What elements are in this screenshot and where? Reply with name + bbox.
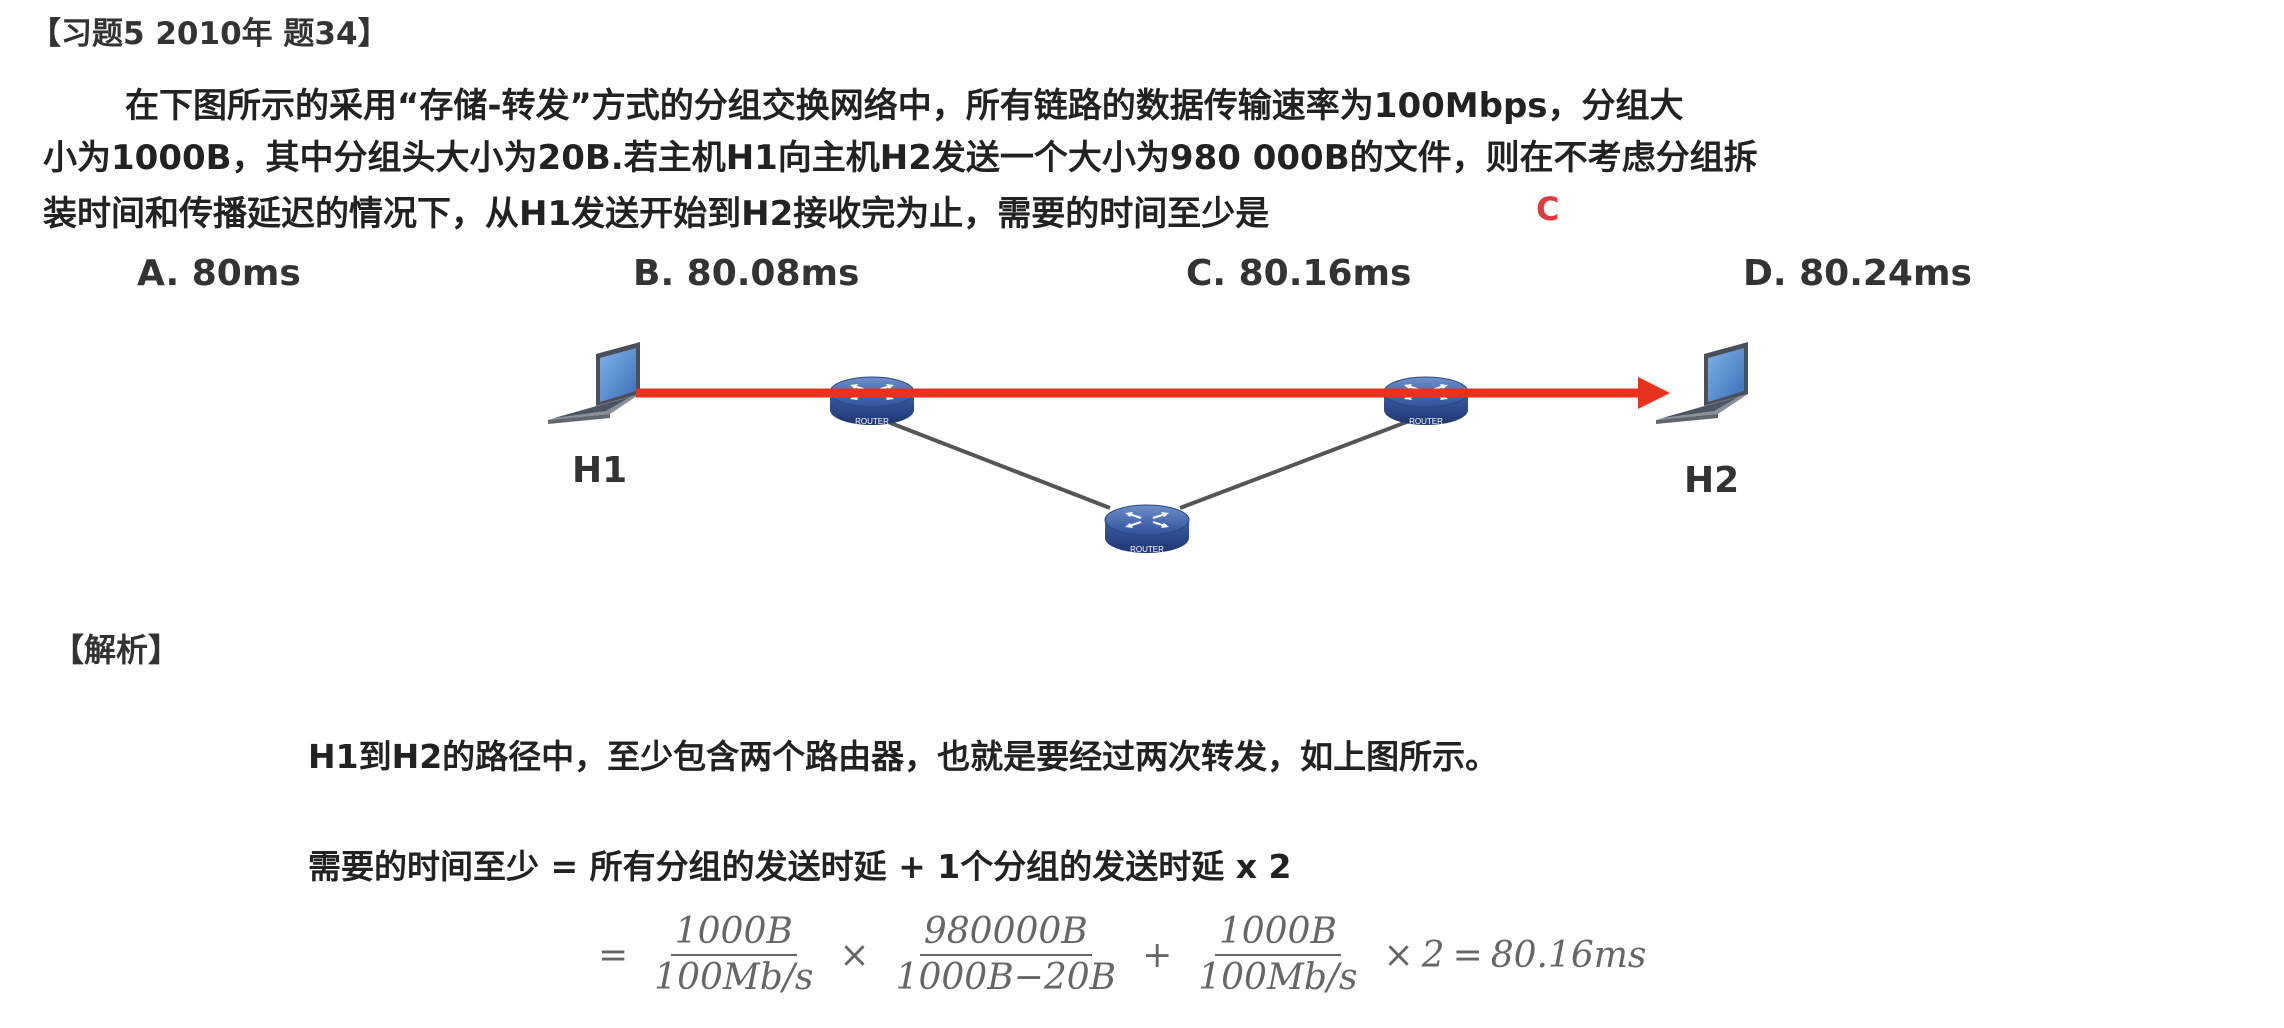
question-line-1: 在下图所示的采用“存储-转发”方式的分组交换网络中，所有链路的数据传输速率为10… [125, 86, 1684, 126]
analysis-line-2: 需要的时间至少 = 所有分组的发送时延 + 1个分组的发送时延 x 2 [308, 847, 1292, 886]
fraction-1-numerator: 1000B [670, 912, 797, 956]
formula-equals-2: = [1452, 934, 1483, 976]
analysis-line-1: H1到H2的路径中，至少包含两个路由器，也就是要经过两次转发，如上图所示。 [308, 737, 1499, 776]
router-3: ROUTER [1103, 503, 1191, 555]
calculation-formula: = 1000B 100Mb/s × 980000B 1000B−20B + 10… [590, 912, 1646, 998]
formula-two: 2 [1421, 934, 1445, 976]
formula-times-2: × [1383, 934, 1414, 976]
option-b: B. 80.08ms [633, 253, 860, 294]
formula-plus: + [1142, 934, 1173, 976]
fraction-3-denominator: 100Mb/s [1198, 957, 1358, 998]
router-1: ROUTER [828, 375, 916, 427]
host-h2-label: H2 [1684, 460, 1740, 501]
option-c: C. 80.16ms [1186, 253, 1412, 294]
router-2-label: ROUTER [1409, 417, 1443, 426]
laptop-h2-icon [1656, 342, 1748, 424]
question-line-2: 小为1000B，其中分组头大小为20B.若主机H1向主机H2发送一个大小为980… [43, 138, 1758, 178]
link-r3-r2 [1179, 413, 1426, 510]
analysis-title: 【解析】 [52, 631, 181, 669]
fraction-2-numerator: 980000B [919, 912, 1092, 956]
router-2: ROUTER [1382, 375, 1470, 427]
laptop-h1-icon [548, 342, 640, 424]
fraction-2: 980000B 1000B−20B [892, 912, 1121, 998]
fraction-2-denominator: 1000B−20B [895, 957, 1117, 998]
formula-result: 80.16ms [1490, 934, 1647, 976]
exercise-title: 【习题5 2010年 题34】 [30, 16, 389, 52]
formula-times: × [839, 934, 870, 976]
host-h1-label: H1 [572, 450, 628, 491]
router-1-label: ROUTER [855, 417, 889, 426]
router-3-label: ROUTER [1130, 545, 1164, 554]
fraction-3-numerator: 1000B [1214, 912, 1341, 956]
fraction-1: 1000B 100Mb/s [650, 912, 817, 998]
fraction-3: 1000B 100Mb/s [1194, 912, 1361, 998]
question-line-3: 装时间和传播延迟的情况下，从H1发送开始到H2接收完为止，需要的时间至少是 [43, 194, 1270, 234]
option-d: D. 80.24ms [1743, 253, 1972, 294]
answer-mark: C [1536, 190, 1560, 228]
formula-equals: = [598, 934, 629, 976]
link-r1-r3 [869, 413, 1111, 510]
fraction-1-denominator: 100Mb/s [654, 957, 814, 998]
option-a: A. 80ms [137, 253, 301, 294]
transfer-arrowhead [1638, 377, 1670, 409]
